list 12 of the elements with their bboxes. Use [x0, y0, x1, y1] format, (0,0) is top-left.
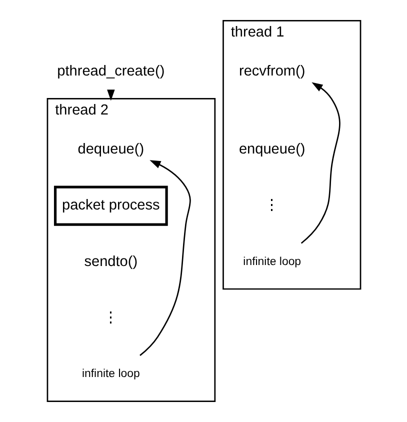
node-text: dequeue() — [77, 141, 144, 158]
node-text: infinite loop — [242, 256, 301, 268]
node-text: sendto() — [84, 254, 138, 270]
node-text: recvfrom() — [238, 63, 305, 80]
label: ⋮ — [264, 198, 280, 214]
node-text: enqueue() — [238, 141, 305, 158]
label: ⋮ — [102, 310, 118, 326]
node-box: packet process — [53, 186, 168, 226]
node-text: pthread_create() — [56, 63, 164, 80]
arrow — [300, 82, 340, 244]
arrow — [139, 160, 190, 356]
node-text: infinite loop — [81, 368, 140, 380]
